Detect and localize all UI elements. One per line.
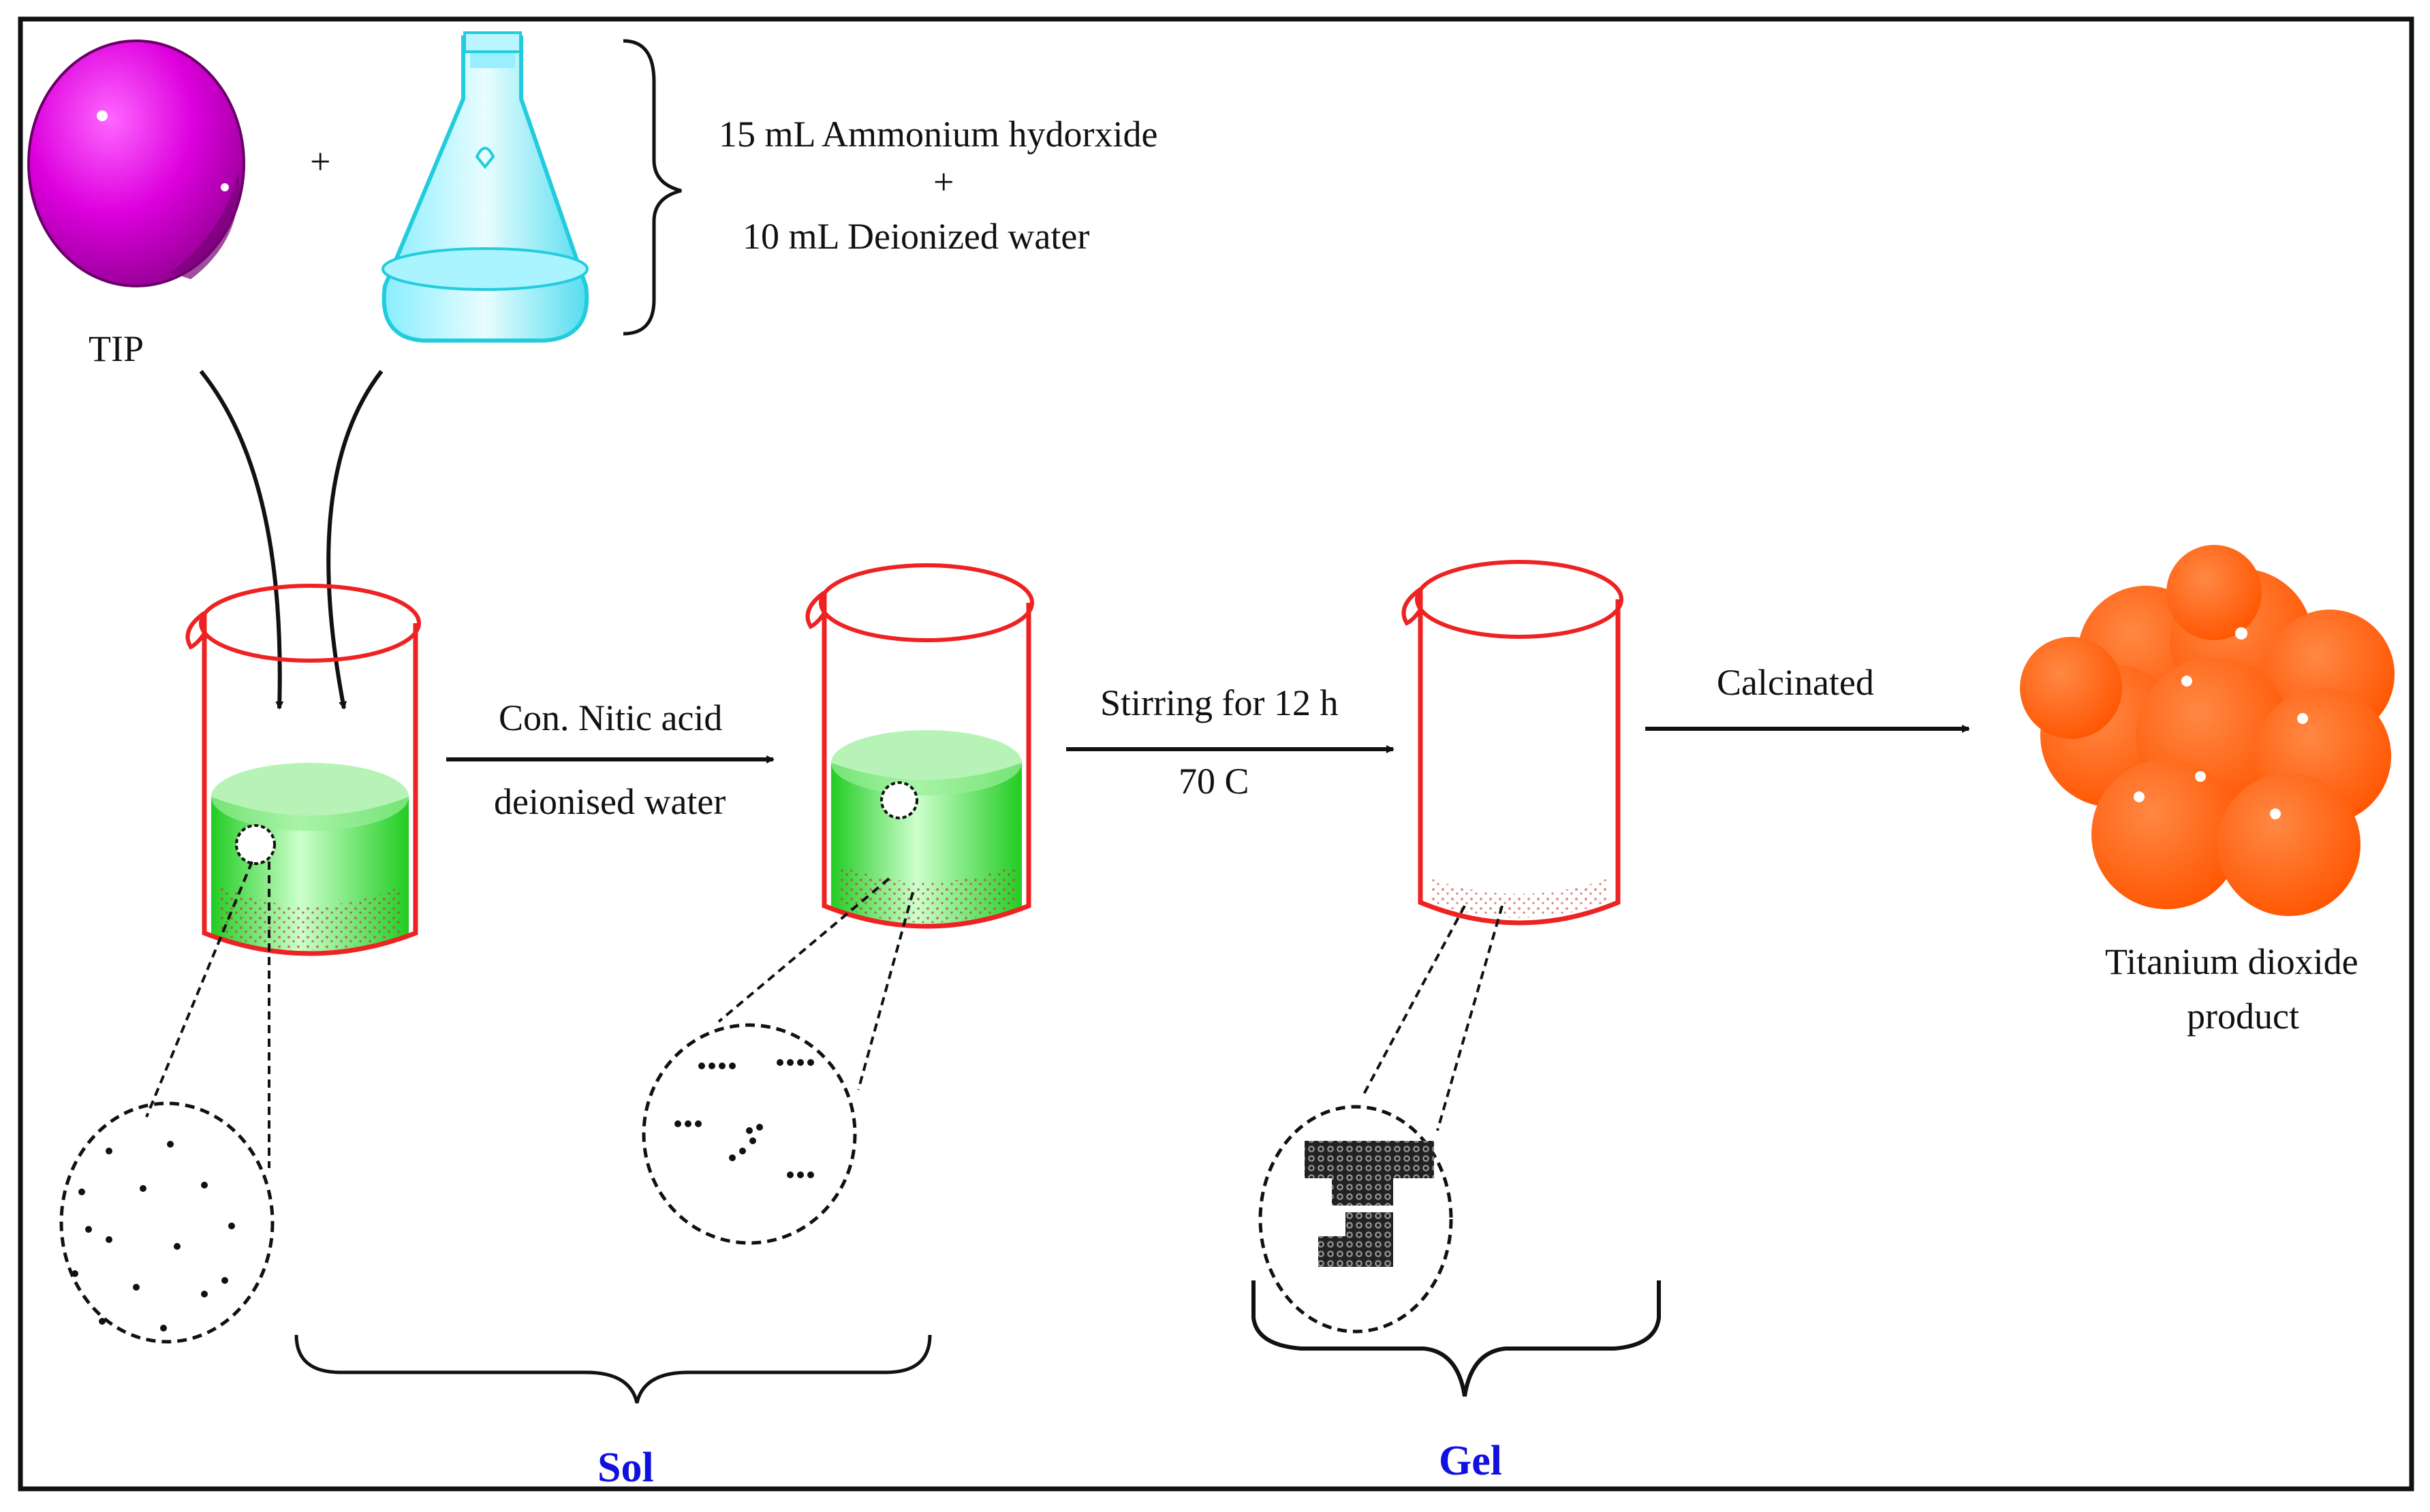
beaker-3: [1401, 560, 1623, 926]
dispersed-particles: [72, 1141, 235, 1332]
tip-sphere: [27, 40, 245, 287]
product-line1: Titanium dioxide: [2105, 941, 2358, 982]
step1-line2: deionised water: [494, 781, 726, 822]
reagent-brace: [623, 39, 682, 336]
step2-line2: 70 C: [1179, 761, 1249, 802]
beaker-1: [185, 584, 421, 956]
particle-burst-icon: [235, 824, 276, 865]
gel-network-clusters: [1305, 1141, 1434, 1267]
particle-burst-icon: [880, 781, 918, 819]
arrow-mixture-into-beaker: [326, 370, 384, 710]
inset-3: [1258, 905, 1504, 1334]
step2-line1: Stirring for 12 h: [1100, 682, 1338, 723]
step3-label: Calcinated: [1717, 662, 1874, 703]
beaker-2: [805, 563, 1034, 929]
product-line2: product: [2187, 996, 2299, 1037]
mixture-line2: 10 mL Deionized water: [743, 216, 1089, 257]
chain-particles: [674, 1059, 814, 1178]
mixture-line1: 15 mL Ammonium hydorxide: [719, 114, 1157, 155]
step1-line1: Con. Nitic acid: [499, 697, 722, 738]
sol-brace: [294, 1334, 932, 1404]
inset-2: [642, 877, 914, 1245]
tip-label: TIP: [89, 328, 144, 369]
gel-label: Gel: [1439, 1438, 1502, 1484]
gel-brace: [1251, 1280, 1661, 1397]
titanium-dioxide-cluster: [2020, 545, 2395, 916]
diagram-frame: [18, 16, 2414, 1492]
inset-1: [59, 861, 275, 1344]
erlenmeyer-flask-icon: [381, 31, 589, 343]
mixture-plus: +: [933, 161, 954, 202]
arrow-tip-into-beaker: [199, 370, 284, 710]
sol-label: Sol: [597, 1445, 654, 1491]
plus-sign: +: [310, 141, 330, 182]
